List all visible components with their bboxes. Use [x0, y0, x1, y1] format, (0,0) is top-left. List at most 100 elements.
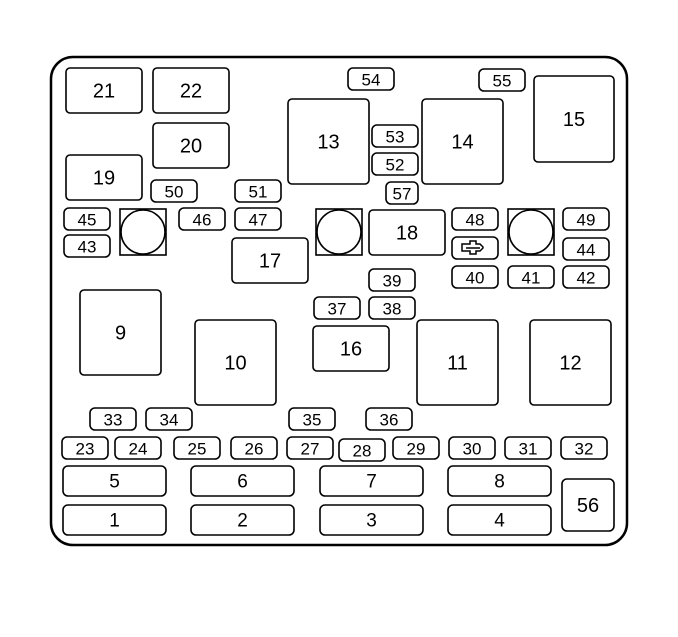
fuse-label: 46 — [193, 211, 212, 230]
fuse-label: 32 — [575, 440, 594, 459]
fuse-label: 27 — [301, 440, 320, 459]
fuse-label: 55 — [493, 72, 512, 91]
fuse-box — [190, 465, 295, 497]
fuse-label: 7 — [366, 472, 377, 493]
fuse-56: 56 — [561, 478, 615, 532]
fuse-box — [63, 234, 111, 258]
fuse-label: 20 — [180, 136, 202, 158]
fuse-label: 48 — [466, 211, 485, 230]
fuse-32: 32 — [560, 436, 608, 460]
fuse-label: 41 — [522, 269, 541, 288]
fuse-label: 39 — [383, 272, 402, 291]
fuse-box — [392, 436, 440, 460]
fuse-box — [371, 152, 419, 176]
fuse-label: 16 — [340, 339, 362, 361]
fuse-33: 33 — [89, 407, 137, 431]
fuse-label: 57 — [393, 185, 412, 204]
fuse-box — [231, 237, 309, 284]
fuse-box — [347, 67, 395, 91]
fuse-21: 21 — [65, 67, 143, 114]
fuse-44: 44 — [562, 237, 610, 261]
fuse-label: 18 — [396, 223, 418, 245]
fuse-box — [190, 504, 295, 536]
fuse-box — [150, 179, 198, 203]
fuse-label: 37 — [328, 300, 347, 319]
fuse-48: 48 — [451, 207, 499, 231]
fuse-17: 17 — [231, 237, 309, 284]
fuse-label: 1 — [109, 511, 120, 532]
fuse-box — [65, 154, 143, 201]
fuse-box — [230, 436, 278, 460]
fuse-26: 26 — [230, 436, 278, 460]
round-socket-right — [507, 208, 555, 256]
fuse-29: 29 — [392, 436, 440, 460]
fuse-20: 20 — [152, 122, 230, 169]
fuse-label: 17 — [259, 251, 281, 273]
fuse-label: 50 — [165, 183, 184, 202]
fuse-24: 24 — [114, 436, 162, 460]
fuse-box — [313, 296, 361, 320]
fuse-22: 22 — [152, 67, 230, 114]
fuse-label: 52 — [386, 156, 405, 175]
fuse-box — [312, 325, 390, 372]
fuse-box — [178, 207, 226, 231]
fuse-45: 45 — [63, 207, 111, 231]
fuse-label: 21 — [93, 81, 115, 103]
fuse-box — [447, 504, 552, 536]
fuse-label: 40 — [466, 269, 485, 288]
fuse-9: 9 — [79, 289, 162, 376]
fuse-label: 51 — [249, 183, 268, 202]
fuse-box — [560, 436, 608, 460]
fuse-label: 31 — [519, 440, 538, 459]
fuse-3: 3 — [319, 504, 424, 536]
fuse-label: 42 — [577, 269, 596, 288]
fuse-label: 53 — [386, 128, 405, 147]
fuse-43: 43 — [63, 234, 111, 258]
fuse-label: 45 — [78, 211, 97, 230]
fuse-label: 6 — [237, 472, 248, 493]
fuse-box — [448, 436, 496, 460]
fuse-36: 36 — [365, 407, 413, 431]
fuse-label: 23 — [76, 440, 95, 459]
fuse-box — [62, 465, 167, 497]
round-socket-center — [315, 208, 363, 256]
fuse-2: 2 — [190, 504, 295, 536]
fuse-box — [319, 504, 424, 536]
fuse-box — [562, 237, 610, 261]
fuse-label: 30 — [463, 440, 482, 459]
fuse-label: 36 — [380, 411, 399, 430]
fuse-box — [561, 478, 615, 532]
fuse-47: 47 — [234, 207, 282, 231]
socket-circle — [508, 209, 554, 255]
fuse-box — [562, 207, 610, 231]
fuse-label: 29 — [407, 440, 426, 459]
fuse-label: 25 — [188, 440, 207, 459]
fuse-box — [416, 319, 499, 406]
fuse-label: 8 — [494, 472, 505, 493]
fuse-label: 43 — [78, 238, 97, 257]
fuse-box — [89, 407, 137, 431]
fuse-label: 19 — [93, 168, 115, 190]
puller-slot — [451, 236, 499, 260]
fuse-label: 2 — [237, 511, 248, 532]
fuse-box — [368, 209, 446, 256]
fuse-46: 46 — [178, 207, 226, 231]
fuse-38: 38 — [368, 296, 416, 320]
fuse-52: 52 — [371, 152, 419, 176]
fuse-10: 10 — [194, 319, 277, 406]
fuse-54: 54 — [347, 67, 395, 91]
fuse-box — [63, 207, 111, 231]
fuse-box — [365, 407, 413, 431]
fuse-box — [368, 268, 416, 292]
fuse-40: 40 — [451, 265, 499, 289]
fuse-27: 27 — [286, 436, 334, 460]
fuse-box — [319, 465, 424, 497]
fuse-7: 7 — [319, 465, 424, 497]
fuse-label: 12 — [559, 353, 581, 375]
fuse-16: 16 — [312, 325, 390, 372]
fuse-box — [145, 407, 193, 431]
fuse-11: 11 — [416, 319, 499, 406]
fuse-label: 54 — [362, 71, 381, 90]
fuse-box — [562, 265, 610, 289]
fuse-label: 26 — [245, 440, 264, 459]
